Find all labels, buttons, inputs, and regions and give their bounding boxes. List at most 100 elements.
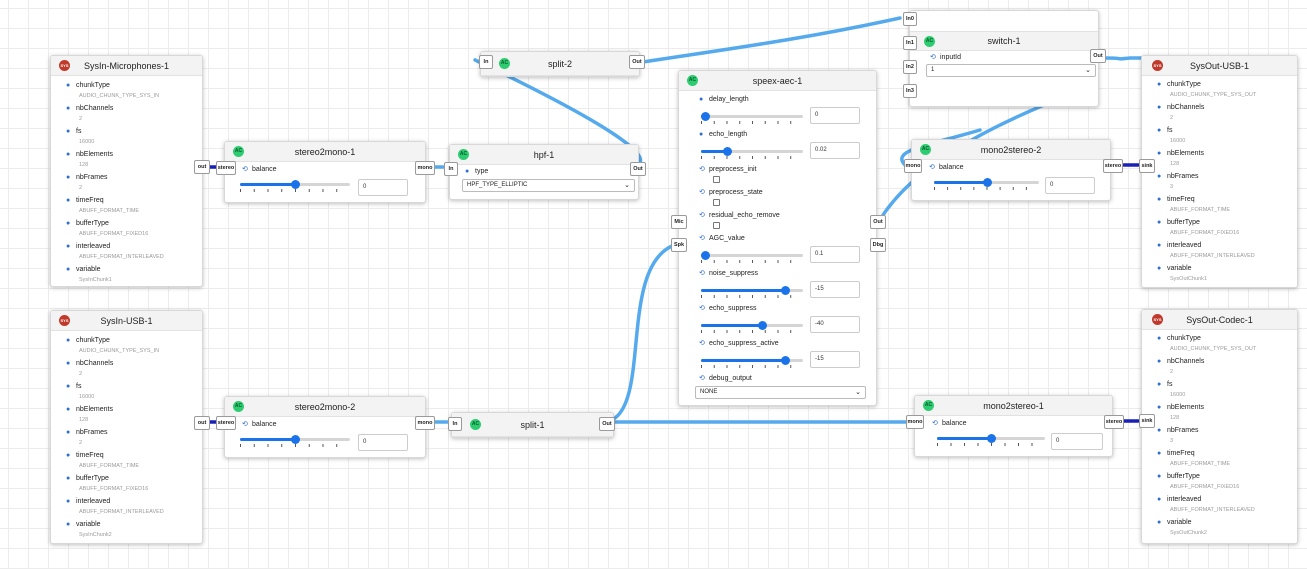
debug_output-select[interactable]: NONE⌄ bbox=[695, 386, 866, 399]
node-sysout-usb[interactable]: SYS SysOut-USB-1 ●chunkType AUDIO_CHUNK_… bbox=[1139, 55, 1298, 288]
node-header[interactable]: AC hpf-1 bbox=[450, 145, 638, 165]
echo_suppress-slider[interactable] bbox=[701, 320, 803, 333]
slider-thumb[interactable] bbox=[291, 180, 300, 189]
slider-thumb[interactable] bbox=[987, 434, 996, 443]
node-header[interactable]: SYS SysIn-Microphones-1 bbox=[51, 56, 202, 76]
node-sysin-usb[interactable]: SYS SysIn-USB-1 ●chunkType AUDIO_CHUNK_T… bbox=[50, 310, 210, 544]
node-header[interactable]: AC speex-aec-1 bbox=[679, 71, 876, 91]
property-label: nbFrames bbox=[1167, 426, 1199, 434]
slider-thumb[interactable] bbox=[722, 146, 732, 156]
port-sink[interactable]: sink bbox=[1139, 159, 1155, 173]
preprocess_state-checkbox[interactable] bbox=[713, 199, 720, 206]
port-in2[interactable]: In2 bbox=[903, 60, 917, 74]
port-out[interactable]: out bbox=[194, 416, 210, 430]
node-header[interactable]: SYS SysOut-Codec-1 bbox=[1142, 310, 1297, 330]
node-split-1[interactable]: AC split-1 In Out bbox=[448, 412, 615, 438]
echo_suppress-input[interactable]: -40 bbox=[810, 316, 860, 333]
port-spk[interactable]: Spk bbox=[671, 238, 687, 252]
balance-slider[interactable] bbox=[240, 434, 350, 447]
node-mono2stereo-2[interactable]: AC mono2stereo-2 ⟲balance 0 mono stereo bbox=[904, 139, 1123, 201]
property-row: ●timeFreq bbox=[1142, 447, 1297, 459]
type-select[interactable]: HPF_TYPE_ELLIPTIC ⌄ bbox=[462, 179, 635, 192]
node-header[interactable]: AC mono2stereo-2 bbox=[912, 140, 1110, 160]
slider-thumb[interactable] bbox=[780, 285, 790, 295]
port-out[interactable]: stereo bbox=[1103, 159, 1123, 173]
balance-slider[interactable] bbox=[934, 177, 1039, 190]
port-in3[interactable]: In3 bbox=[903, 84, 917, 98]
port-out[interactable]: mono bbox=[415, 161, 435, 175]
port-sink[interactable]: sink bbox=[1139, 414, 1155, 428]
slider-thumb[interactable] bbox=[701, 111, 711, 121]
port-out[interactable]: Out bbox=[630, 162, 646, 176]
AGC_value-slider[interactable] bbox=[701, 250, 803, 263]
port-in[interactable]: In bbox=[479, 55, 493, 69]
echo_suppress_active-slider[interactable] bbox=[701, 355, 803, 368]
node-header[interactable]: AC stereo2mono-2 bbox=[225, 397, 425, 417]
property-label: balance bbox=[939, 163, 964, 171]
balance-slider[interactable] bbox=[937, 433, 1045, 446]
node-header[interactable]: AC stereo2mono-1 bbox=[225, 142, 425, 162]
node-header[interactable]: SYS SysOut-USB-1 bbox=[1142, 56, 1297, 76]
preprocess_init-checkbox[interactable] bbox=[713, 176, 720, 183]
slider-thumb[interactable] bbox=[758, 320, 768, 330]
port-out[interactable]: Out bbox=[629, 55, 645, 69]
port-out[interactable]: Out bbox=[1090, 49, 1106, 63]
node-header[interactable]: SYS SysIn-USB-1 bbox=[51, 311, 202, 331]
node-title: stereo2mono-1 bbox=[294, 146, 356, 157]
port-mic[interactable]: Mic bbox=[671, 215, 687, 229]
delay_length-input[interactable]: 0 bbox=[810, 107, 860, 124]
port-in1[interactable]: In1 bbox=[903, 36, 917, 50]
port-out[interactable]: out bbox=[194, 160, 210, 174]
slider-thumb[interactable] bbox=[780, 355, 790, 365]
slider-ticks bbox=[240, 189, 350, 192]
residual_echo_remove-checkbox[interactable] bbox=[713, 222, 720, 229]
property-dot-icon: ● bbox=[1157, 357, 1162, 365]
slider-thumb[interactable] bbox=[982, 178, 992, 187]
property-row: ●fs bbox=[51, 380, 202, 392]
echo_length-input[interactable]: 0.02 bbox=[810, 142, 860, 159]
balance-input[interactable]: 0 bbox=[358, 433, 408, 451]
balance-input[interactable]: 0 bbox=[1051, 432, 1103, 450]
port-in[interactable]: mono bbox=[906, 415, 924, 429]
port-in[interactable]: In bbox=[444, 162, 458, 176]
balance-input[interactable]: 0 bbox=[358, 178, 408, 196]
node-mono2stereo-1[interactable]: AC mono2stereo-1 ⟲balance 0 mono stereo bbox=[906, 395, 1124, 457]
node-stereo2mono-2[interactable]: AC stereo2mono-2 ⟲balance 0 stereo mono bbox=[216, 396, 435, 458]
port-out[interactable]: stereo bbox=[1104, 415, 1124, 429]
property-row: ●nbFrames bbox=[1142, 424, 1297, 436]
node-stereo2mono-1[interactable]: AC stereo2mono-1 ⟲balance 0 stereo mono bbox=[216, 141, 435, 203]
node-header[interactable]: AC split-2 bbox=[481, 52, 639, 76]
node-sysin-microphones[interactable]: SYS SysIn-Microphones-1 ●chunkType AUDIO… bbox=[50, 55, 210, 287]
port-in[interactable]: In bbox=[448, 417, 462, 431]
port-out[interactable]: Out bbox=[599, 417, 615, 431]
port-in[interactable]: mono bbox=[904, 159, 922, 173]
echo_length-slider[interactable] bbox=[701, 146, 803, 159]
noise_suppress-input[interactable]: -15 bbox=[810, 281, 860, 298]
node-sysout-codec[interactable]: SYS SysOut-Codec-1 ●chunkType AUDIO_CHUN… bbox=[1139, 309, 1298, 544]
node-hpf-1[interactable]: AC hpf-1 ●type HPF_TYPE_ELLIPTIC ⌄ In Ou… bbox=[444, 144, 646, 200]
port-dbg[interactable]: Dbg bbox=[870, 238, 886, 252]
AGC_value-input[interactable]: 0.1 bbox=[810, 246, 860, 263]
balance-slider[interactable] bbox=[240, 179, 350, 192]
port-in0[interactable]: In0 bbox=[903, 12, 917, 26]
node-header[interactable]: AC switch-1 bbox=[910, 31, 1098, 51]
port-in[interactable]: stereo bbox=[216, 416, 236, 430]
node-split-2[interactable]: AC split-2 In Out bbox=[479, 51, 645, 77]
balance-input[interactable]: 0 bbox=[1045, 176, 1095, 194]
node-header[interactable]: AC split-1 bbox=[452, 413, 613, 437]
node-switch-1[interactable]: AC switch-1 ⟲inputId 1 ⌄ In0 In1 In2 In3… bbox=[903, 10, 1106, 107]
port-out[interactable]: Out bbox=[870, 215, 886, 229]
slider-thumb[interactable] bbox=[291, 435, 300, 444]
port-out[interactable]: mono bbox=[415, 416, 435, 430]
noise_suppress-slider[interactable] bbox=[701, 285, 803, 298]
node-header[interactable]: AC mono2stereo-1 bbox=[915, 396, 1112, 416]
delay_length-slider[interactable] bbox=[701, 111, 803, 124]
slider-thumb[interactable] bbox=[701, 250, 711, 260]
property-row: ⟲balance bbox=[225, 163, 425, 175]
port-in[interactable]: stereo bbox=[216, 161, 236, 175]
echo_suppress_active-input[interactable]: -15 bbox=[810, 351, 860, 368]
inputid-select[interactable]: 1 ⌄ bbox=[926, 64, 1096, 77]
param-label: preprocess_state bbox=[709, 188, 763, 196]
